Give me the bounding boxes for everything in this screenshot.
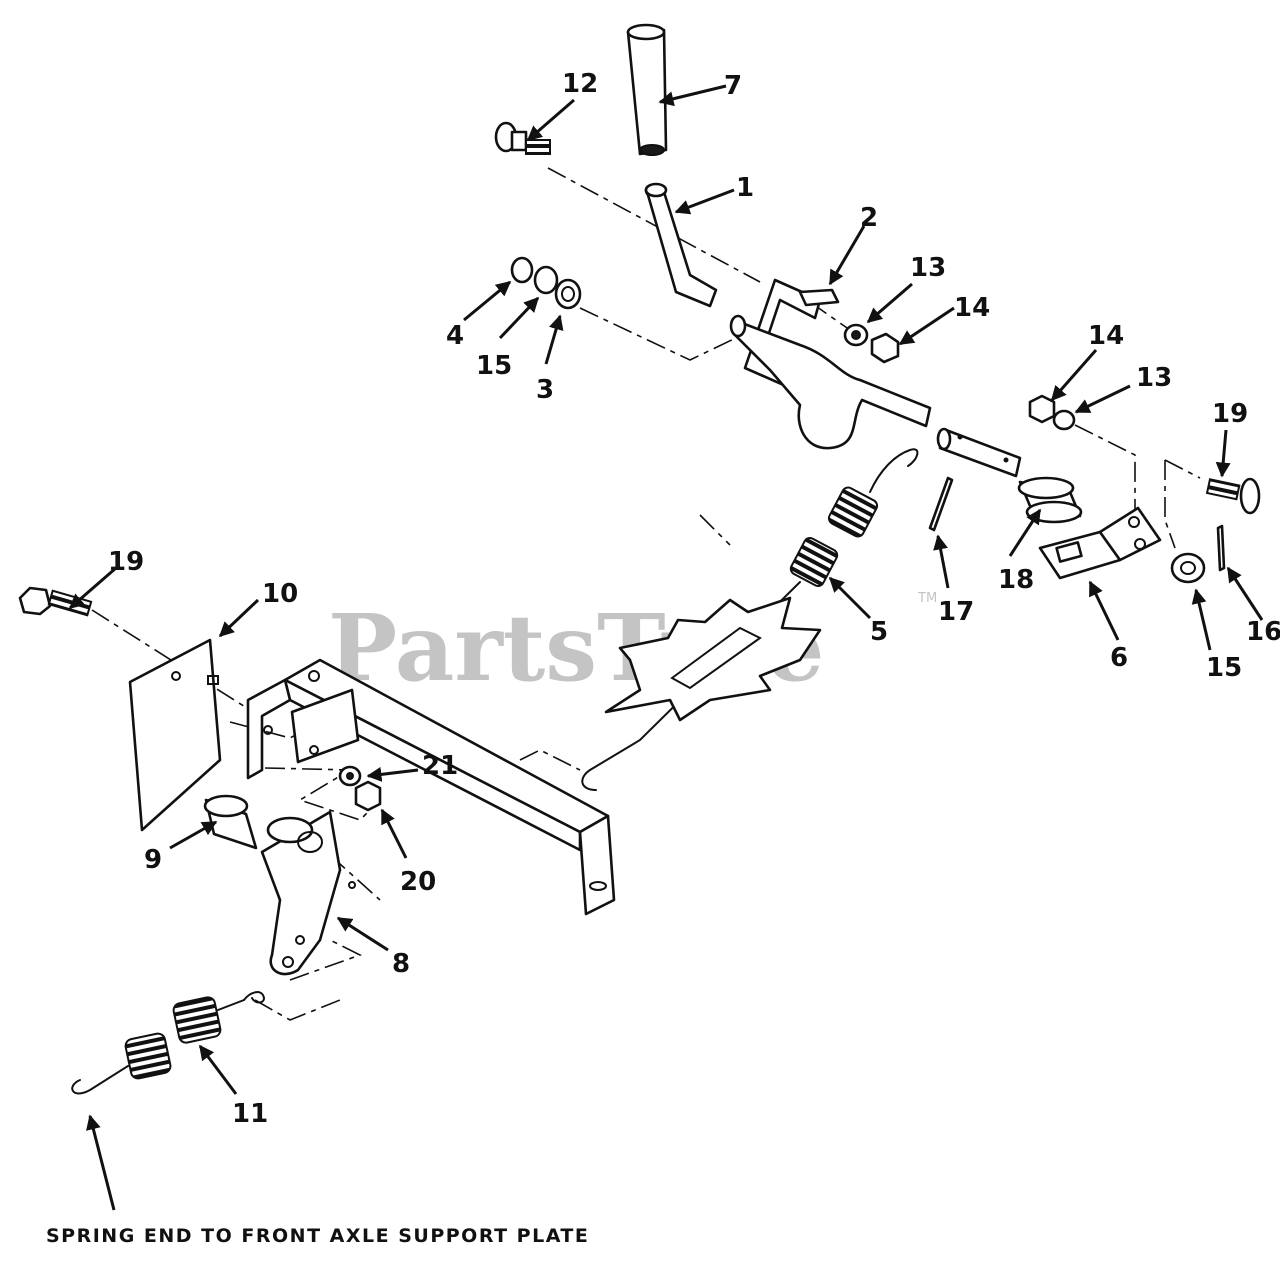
callout-14-right: 14 <box>1088 321 1124 351</box>
part-13-washer-right <box>1052 409 1076 431</box>
part-5-spring <box>581 448 919 791</box>
callout-6: 6 <box>1110 643 1128 673</box>
part-19-hex-bolt-left <box>18 586 93 617</box>
callout-20: 20 <box>400 867 436 897</box>
part-7-handle-grip <box>626 23 668 156</box>
part-14-nut-right <box>1028 394 1056 424</box>
callout-17: 17 <box>938 597 974 627</box>
assembly-lines <box>91 167 1201 1021</box>
star-plate <box>604 596 822 722</box>
callout-16: 16 <box>1246 617 1280 647</box>
callout-13-right: 13 <box>1136 363 1172 393</box>
part-20-nut <box>354 780 382 812</box>
watermark-trademark: TM <box>917 591 937 606</box>
part-11-spring <box>71 991 266 1095</box>
part-3-bushing <box>554 278 582 310</box>
callout-21: 21 <box>422 751 458 781</box>
part-14-nut-upper <box>870 332 900 364</box>
callout-19-left: 19 <box>108 547 144 577</box>
callout-12: 12 <box>562 69 598 99</box>
callout-10: 10 <box>262 579 298 609</box>
callout-9: 9 <box>144 845 162 875</box>
part-6-bracket <box>1038 506 1162 580</box>
part-12-carriage-bolt <box>494 121 551 155</box>
callout-15-right: 15 <box>1206 653 1242 683</box>
part-4-lock-washer <box>510 256 534 284</box>
part-15-washer-right <box>1170 552 1206 584</box>
callout-19-right: 19 <box>1212 399 1248 429</box>
part-19-bolt-right <box>1205 477 1261 515</box>
callout-14-upper: 14 <box>954 293 990 323</box>
callout-8: 8 <box>392 949 410 979</box>
callout-15-left: 15 <box>476 351 512 381</box>
part-16-pin <box>1216 524 1226 572</box>
part-1-lever-arm <box>644 182 718 308</box>
part-18-spacer <box>1017 476 1083 524</box>
callout-7: 7 <box>724 71 742 101</box>
part-2-bracket-shaft <box>729 278 932 450</box>
callout-3: 3 <box>536 375 554 405</box>
part-8-pivot-arm <box>260 810 356 976</box>
pivot-shaft <box>936 427 1022 478</box>
callout-11: 11 <box>232 1099 268 1129</box>
part-15-washer <box>533 265 559 295</box>
part-17-roll-pin <box>928 476 954 532</box>
callout-4: 4 <box>446 321 464 351</box>
main-frame <box>246 658 616 916</box>
callout-2: 2 <box>860 203 878 233</box>
washer-stack-left <box>510 256 582 310</box>
spring-end-note: SPRING END TO FRONT AXLE SUPPORT PLATE <box>46 1225 589 1247</box>
part-10-plate <box>128 638 222 832</box>
callout-13-upper: 13 <box>910 253 946 283</box>
callout-5: 5 <box>870 617 888 647</box>
part-9-spacer <box>203 794 258 850</box>
callout-1: 1 <box>736 173 754 203</box>
callout-labels: 7 12 1 2 13 14 4 15 3 14 13 19 18 17 5 6… <box>108 69 1280 1129</box>
callout-18: 18 <box>998 565 1034 595</box>
leader-lines <box>68 84 1264 1211</box>
